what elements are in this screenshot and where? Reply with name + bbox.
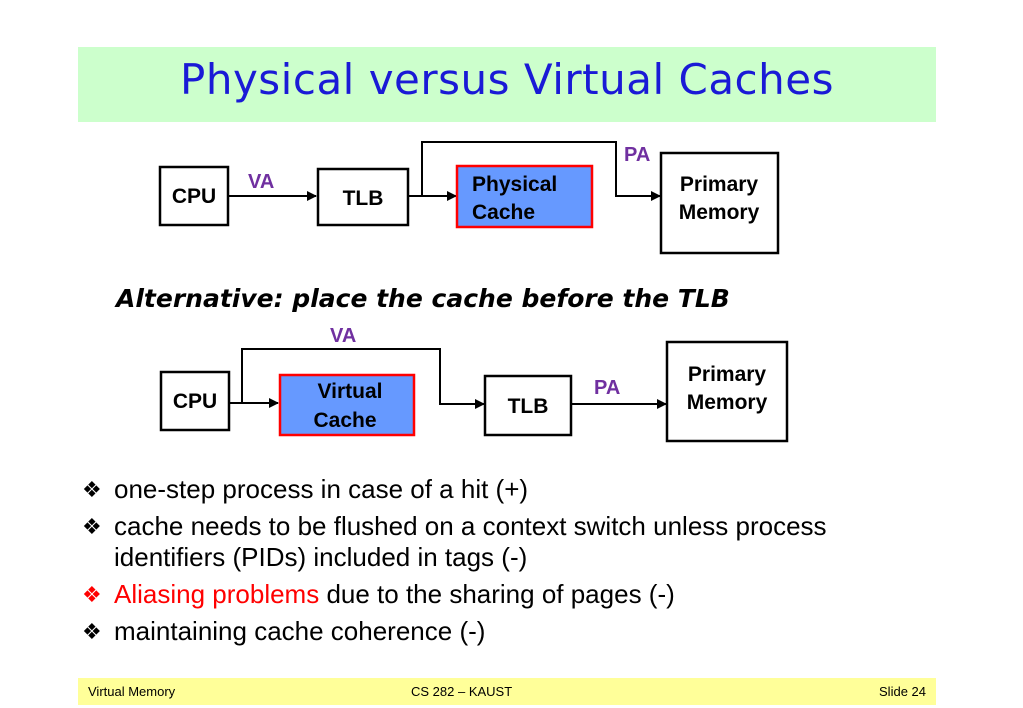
physical-cache-label-line1: Physical	[472, 173, 557, 196]
bullet-text-aliasing: Aliasing problems due to the sharing of …	[114, 579, 942, 610]
title-bar: Physical versus Virtual Caches	[78, 47, 936, 122]
tlb-label-2: TLB	[508, 395, 549, 418]
cpu-label: CPU	[172, 185, 216, 208]
primary-memory-label-2-line1: Primary	[688, 363, 767, 386]
bullet-item: ❖ Aliasing problems due to the sharing o…	[82, 579, 942, 610]
bullet-text: one-step process in case of a hit (+)	[114, 474, 529, 504]
cpu-box	[158, 165, 230, 227]
virtual-cache-label-line2: Cache	[313, 409, 376, 432]
tlb-box-2	[483, 374, 573, 437]
cpu-label-2: CPU	[173, 390, 217, 413]
bullet-item: ❖ one-step process in case of a hit (+)	[82, 474, 942, 505]
diamond-bullet-icon: ❖	[82, 514, 102, 539]
footer-right: Slide 24	[879, 684, 926, 699]
diagram-physical-cache: CPU VA TLB PA Physical Cache Primary Mem…	[158, 141, 780, 255]
bullet-text: maintaining cache coherence (-)	[114, 616, 486, 646]
primary-memory-label-line1: Primary	[680, 173, 759, 196]
primary-memory-label-line2: Memory	[679, 201, 760, 224]
diamond-bullet-icon: ❖	[82, 582, 102, 607]
virtual-cache-box	[278, 373, 416, 437]
footer-left: Virtual Memory	[88, 684, 176, 699]
aliasing-problems-highlight: Aliasing problems	[114, 579, 320, 609]
diamond-bullet-icon: ❖	[82, 477, 102, 502]
tlb-label: TLB	[343, 187, 384, 210]
slide-title: Physical versus Virtual Caches	[180, 55, 834, 104]
va-label-2: VA	[330, 325, 356, 347]
pa-bypass-path	[421, 141, 661, 201]
virtual-cache-label-line1: Virtual	[318, 380, 383, 403]
aliasing-rest-text: due to the sharing of pages (-)	[319, 579, 675, 609]
footer-center: CS 282 – KAUST	[411, 684, 513, 699]
pa-label: PA	[624, 144, 650, 166]
bullet-text: cache needs to be flushed on a context s…	[114, 511, 827, 572]
bullet-item: ❖ maintaining cache coherence (-)	[82, 616, 942, 647]
diagram-virtual-cache: CPU VA Virtual Cache TLB PA Primary Memo…	[159, 325, 789, 443]
bullet-list: ❖ one-step process in case of a hit (+) …	[82, 474, 942, 653]
primary-memory-box	[659, 151, 780, 255]
primary-memory-label-2-line2: Memory	[687, 391, 768, 414]
bullet-item: ❖ cache needs to be flushed on a context…	[82, 511, 942, 573]
pa-label-2: PA	[594, 377, 620, 399]
physical-cache-box	[455, 164, 594, 229]
alternative-subtitle: Alternative: place the cache before the …	[116, 284, 730, 313]
slide-footer: Virtual Memory CS 282 – KAUST Slide 24	[78, 678, 936, 705]
primary-memory-box-2	[665, 340, 789, 443]
cpu-box-2	[159, 370, 231, 432]
diamond-bullet-icon: ❖	[82, 619, 102, 644]
va-label: VA	[248, 171, 274, 193]
va-bypass-path	[241, 348, 485, 409]
physical-cache-label-line2: Cache	[472, 201, 535, 224]
